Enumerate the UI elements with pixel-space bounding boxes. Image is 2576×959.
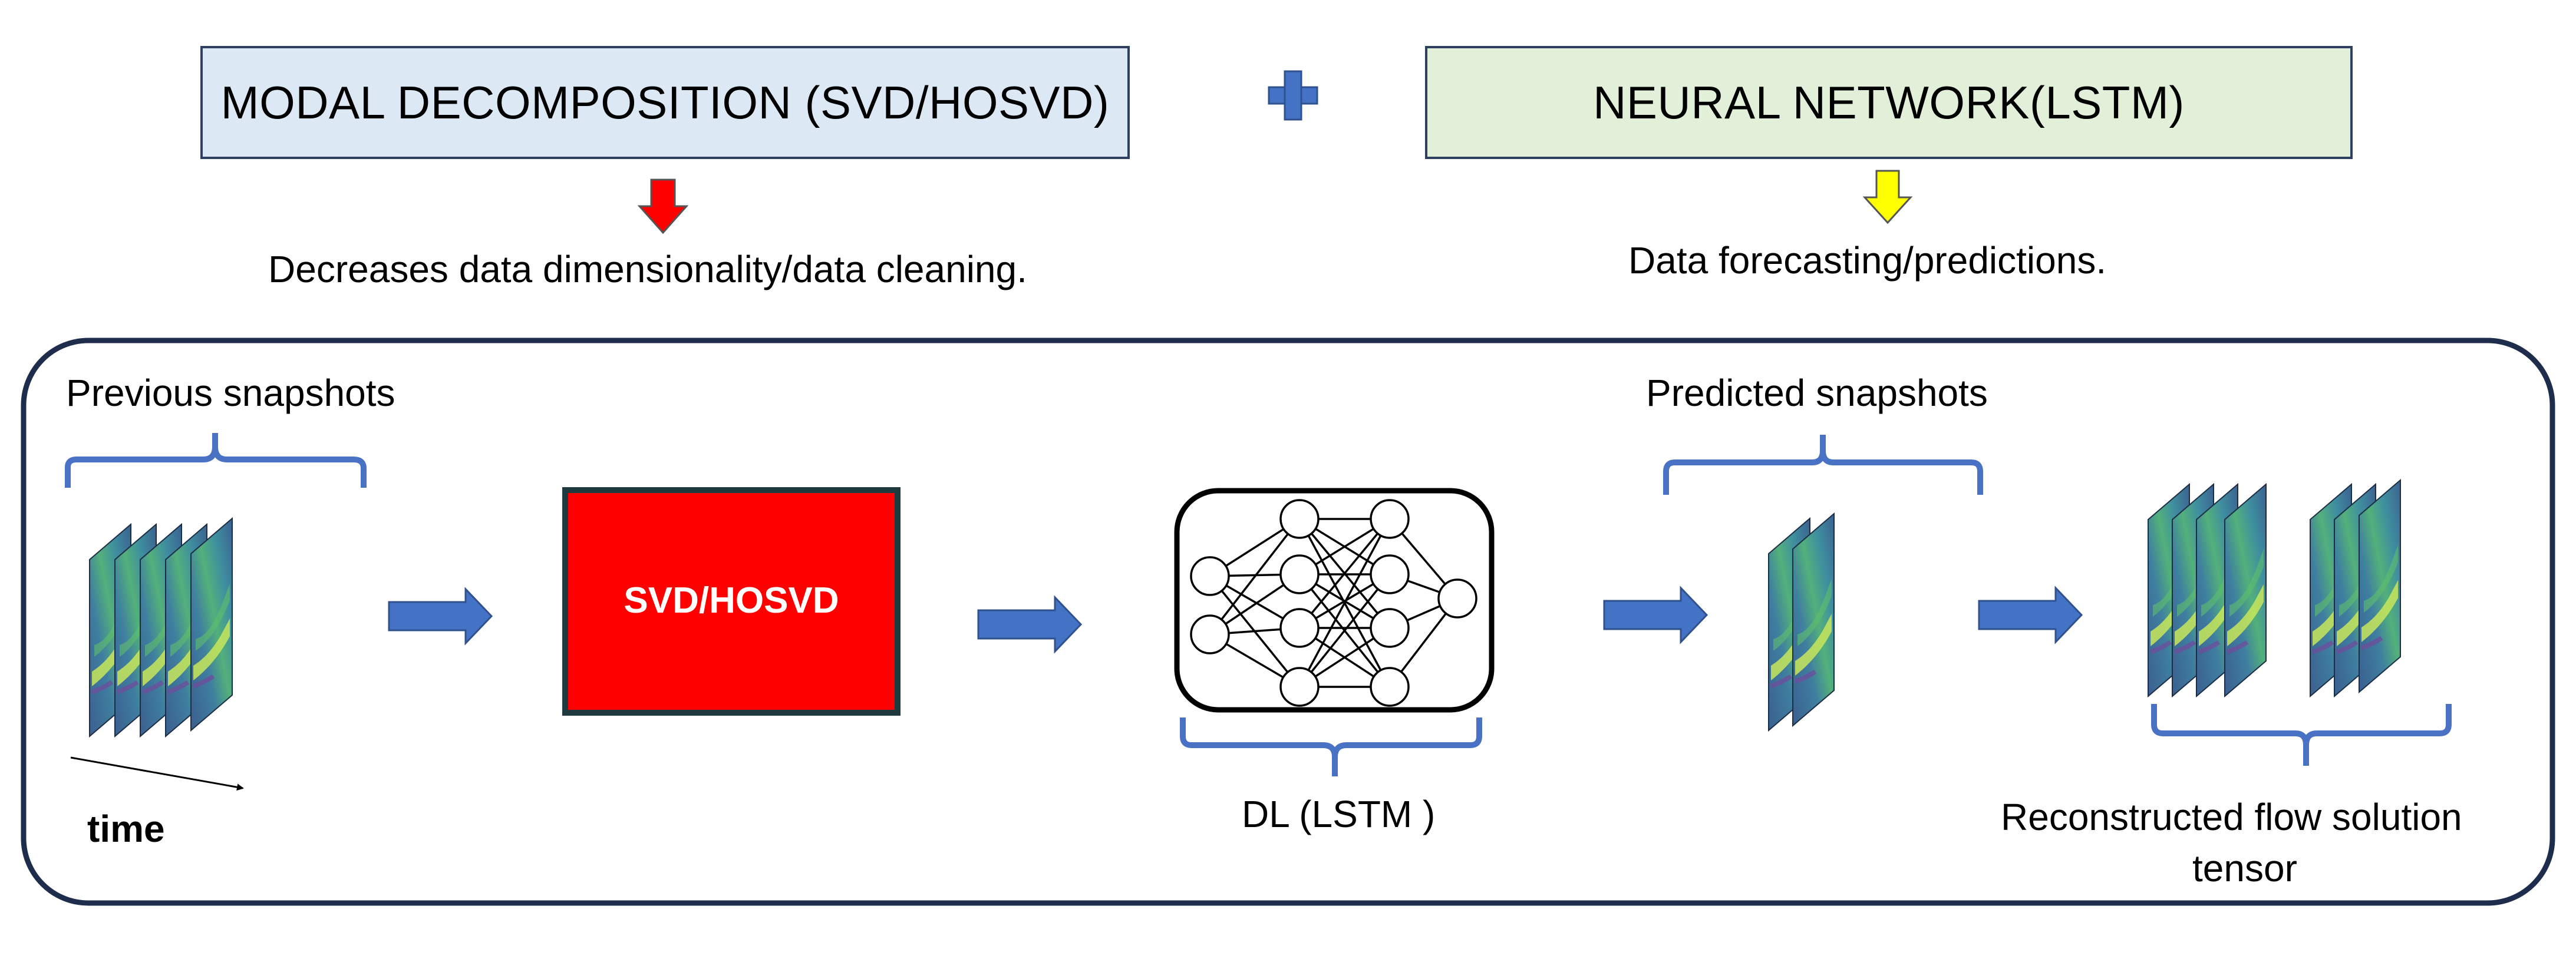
- yellow-down-arrow-icon: [1862, 170, 1913, 224]
- modal-decomposition-box: MODAL DECOMPOSITION (SVD/HOSVD): [200, 46, 1130, 159]
- time-arrow: [70, 756, 244, 791]
- pipeline-frame: [21, 338, 2555, 906]
- time-label: time: [87, 808, 165, 850]
- red-down-arrow-icon: [637, 178, 689, 234]
- svd-hosvd-box: [562, 487, 901, 716]
- dl-lstm-label: DL (LSTM ): [1242, 793, 1436, 835]
- predicted-snapshots-brace: [1663, 435, 1983, 495]
- reconstructed-brace: [2151, 704, 2452, 766]
- previous-snapshots-stack: [90, 518, 232, 736]
- reconstructed-label-line2: tensor: [2192, 847, 2297, 889]
- modal-description: Decreases data dimensionality/data clean…: [268, 248, 1027, 290]
- dl-lstm-brace: [1180, 717, 1482, 776]
- neural-network-label: NEURAL NETWORK(LSTM): [1593, 76, 2185, 128]
- right-arrow-icon: [1978, 586, 2083, 644]
- nn-description: Data forecasting/predictions.: [1628, 239, 2107, 282]
- plus-icon: [1268, 70, 1318, 121]
- right-arrow-icon: [1603, 586, 1708, 644]
- svd-hosvd-label: SVD/HOSVD: [624, 580, 839, 621]
- previous-snapshots-brace: [65, 433, 367, 488]
- predicted-snapshots-label: Predicted snapshots: [1646, 372, 1988, 414]
- reconstructed-label-line1: Reconstructed flow solution: [2001, 796, 2462, 838]
- right-arrow-icon: [977, 595, 1083, 654]
- neural-network-box: NEURAL NETWORK(LSTM): [1425, 46, 2353, 159]
- reconstructed-tensor-stack: [2148, 480, 2400, 696]
- modal-decomposition-label: MODAL DECOMPOSITION (SVD/HOSVD): [220, 76, 1110, 128]
- previous-snapshots-label: Previous snapshots: [66, 372, 395, 414]
- right-arrow-icon: [388, 587, 493, 646]
- predicted-snapshots-stack: [1769, 514, 1834, 730]
- neural-network-icon: [1174, 488, 1495, 713]
